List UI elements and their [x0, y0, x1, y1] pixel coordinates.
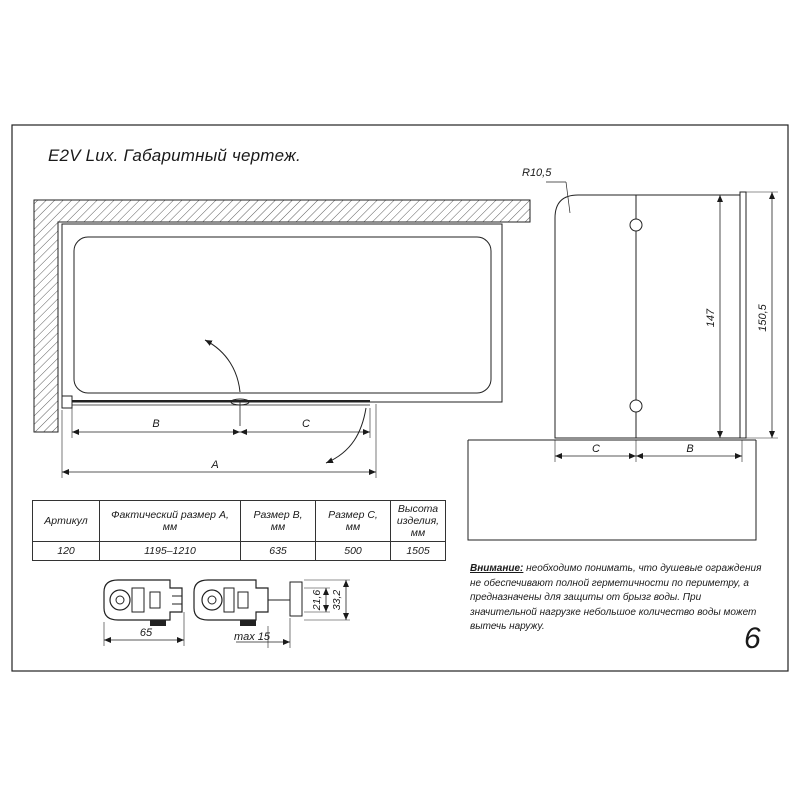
warning-text: необходимо понимать, что душевые огражде…	[470, 563, 762, 632]
glass-panel-c	[554, 194, 637, 439]
profile-section-left	[103, 579, 183, 626]
table-cell: 1505	[390, 541, 446, 561]
warning-note: Внимание: необходимо понимать, что душев…	[470, 562, 770, 635]
hatched-wall	[33, 199, 531, 433]
sheet-frame	[11, 124, 789, 672]
table-cell: 635	[240, 541, 316, 561]
glass-panel-b	[635, 194, 741, 439]
bathtub-elevation	[467, 440, 757, 541]
profile-screw-icon	[109, 589, 131, 611]
dimension-a-label: A	[210, 459, 218, 471]
table-cell: 500	[315, 541, 391, 561]
table-header-cell: Высота изделия, мм	[390, 500, 446, 542]
table-header-cell: Фактический размер А, мм	[99, 500, 241, 542]
profile-section-right	[193, 579, 303, 626]
bathtub-outer	[61, 223, 503, 403]
table-header-cell: Размер С, мм	[315, 500, 391, 542]
hinge-top-icon	[629, 218, 643, 232]
height-inner-label: 147	[705, 308, 717, 327]
table-header-cell: Размер В, мм	[240, 500, 316, 542]
profile-details: 65 max 15 21,6 33,2	[103, 579, 350, 648]
hinge-bottom-icon	[629, 399, 643, 413]
profile-width-label: 65	[140, 627, 153, 639]
table-header-cell: Артикул	[32, 500, 100, 542]
wall-profile	[61, 395, 73, 409]
elevation-c-label: C	[592, 443, 600, 455]
profile-height-large-label: 33,2	[331, 590, 343, 611]
table-cell: 1195–1210	[99, 541, 241, 561]
drawing-title: E2V Lux. Габаритный чертеж.	[48, 146, 301, 165]
swing-arc-inward	[204, 339, 241, 393]
radius-label: R10,5	[522, 167, 552, 179]
profile-max-label: max 15	[234, 631, 271, 643]
swing-arc-outward	[325, 407, 367, 464]
dimension-c-label: C	[302, 418, 310, 430]
elevation-b-label: B	[686, 443, 693, 455]
plan-view: B C A	[33, 199, 531, 478]
profile-height-small-label: 21,6	[311, 590, 323, 612]
bathtub-inner	[73, 236, 492, 394]
height-total-label: 150,5	[757, 303, 769, 331]
dimension-b-label: B	[152, 418, 159, 430]
page-number: 6	[744, 622, 761, 655]
table-row: 120 1195–1210 635 500 1505	[32, 541, 446, 561]
warning-lead: Внимание:	[470, 563, 524, 574]
wall-profile-elevation	[739, 191, 747, 439]
table-header-row: Артикул Фактический размер А, мм Размер …	[32, 500, 446, 542]
elevation-view: R10,5 147 150,5 C B	[467, 167, 778, 541]
spec-table: Артикул Фактический размер А, мм Размер …	[32, 500, 446, 561]
table-cell: 120	[32, 541, 100, 561]
